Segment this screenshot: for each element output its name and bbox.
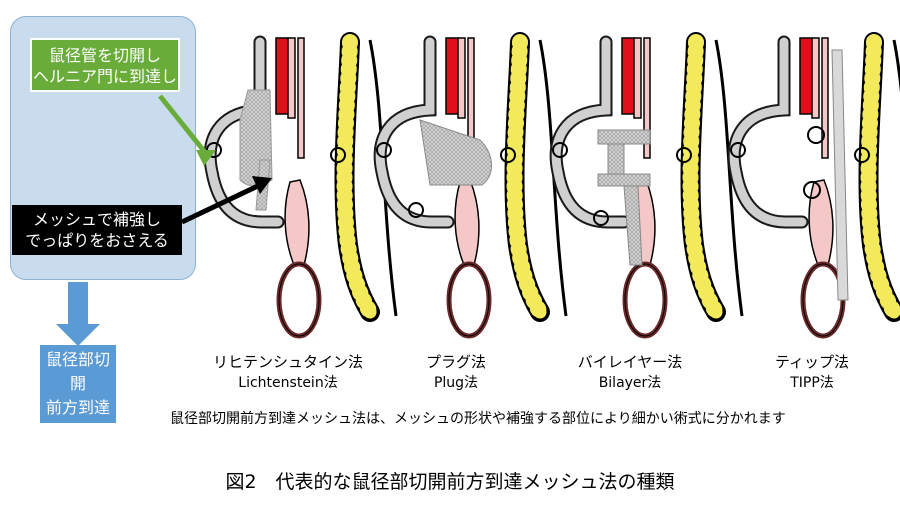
- methods-note: 鼠径部切開前方到達メッシュ法は、メッシュの形状や補強する部位により細かい術式に分…: [170, 411, 786, 427]
- tipp-diagram: [731, 38, 900, 336]
- down-arrow-shaft: [68, 282, 88, 324]
- green-arrow-head: [196, 150, 216, 166]
- black-arrow: [180, 181, 264, 225]
- lichtenstein-diagram: [207, 38, 396, 336]
- method-label-lichtenstein: リヒテンシュタイン法 Lichtenstein法: [212, 353, 363, 391]
- method-label-tipp: ティップ法 TIPP法: [774, 353, 850, 391]
- black-arrow-head: [252, 176, 272, 194]
- bilayer-diagram: [553, 38, 742, 336]
- method-label-plug: プラグ法 Plug法: [425, 353, 486, 391]
- anterior-mesh-method-box: 鼠径部切開 前方到達 メッシュ法: [40, 345, 116, 465]
- figure-caption: 図2 代表的な鼠径部切開前方到達メッシュ法の種類: [225, 471, 675, 493]
- down-arrow-head: [56, 324, 100, 346]
- method-label-bilayer: バイレイヤー法 Bilayer法: [577, 353, 683, 391]
- callout-reach-hernia-gate: 鼠径管を切開し ヘルニア門に到達し: [30, 38, 180, 92]
- green-arrow: [158, 94, 210, 158]
- callout-mesh-reinforce: メッシュで補強し でっぱりをおさえる: [12, 205, 182, 255]
- plug-diagram: [377, 38, 566, 336]
